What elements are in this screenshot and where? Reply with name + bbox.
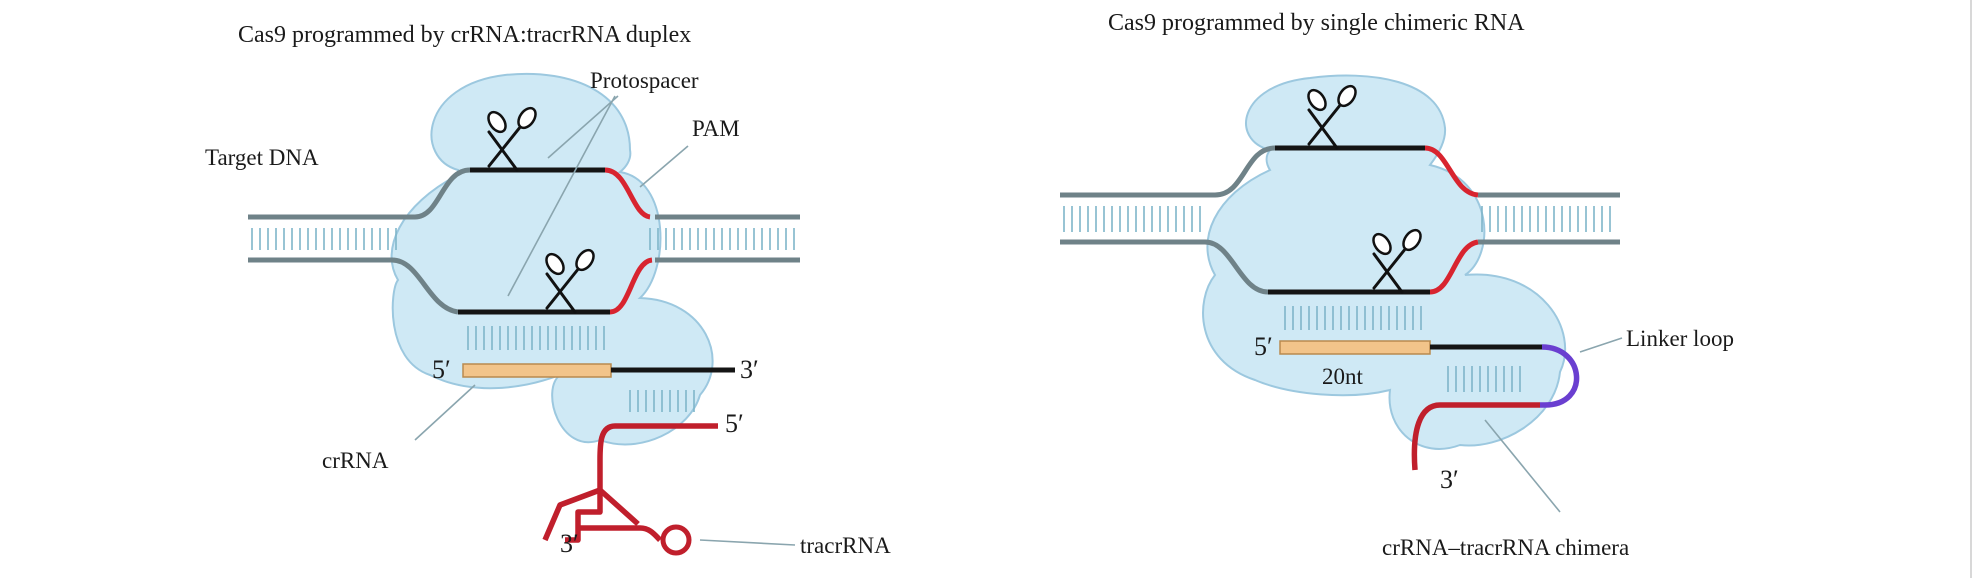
chimera-three-prime-label: 3′	[1440, 465, 1459, 494]
right-panel-title: Cas9 programmed by single chimeric RNA	[1108, 10, 1525, 36]
crRNA-three-prime-label: 3′	[740, 355, 759, 384]
pam-leader	[639, 145, 689, 188]
pam-label: PAM	[692, 116, 740, 141]
chimera-leader	[1484, 419, 1561, 513]
guide-bar-20nt	[1279, 340, 1431, 355]
twenty-nt-label: 20nt	[1322, 364, 1364, 389]
pam-top-strand	[604, 167, 651, 220]
pam-bottom-strand	[609, 257, 653, 315]
tracrRNA-label: tracrRNA	[800, 533, 891, 558]
guide-base-pairs	[1284, 306, 1422, 330]
target-dna-label: Target DNA	[205, 145, 319, 170]
tracrRNA-left	[542, 390, 718, 556]
crRNA-left	[462, 326, 735, 378]
crRNA-leader	[414, 384, 476, 441]
chimera-five-prime-label: 5′	[1254, 332, 1273, 361]
tracrRNA-five-prime-label: 5′	[725, 409, 744, 438]
left-panel-title: Cas9 programmed by crRNA:tracrRNA duplex	[238, 22, 691, 48]
dna-base-pairs-left	[251, 228, 795, 250]
crRNA-guide-bar	[462, 363, 612, 378]
tracrRNA-hairpin-loop	[660, 524, 692, 556]
crRNA-five-prime-label: 5′	[432, 355, 451, 384]
tracrRNA-base-pairs	[629, 390, 695, 412]
cas9-protein-right	[1202, 74, 1566, 450]
right-panel: Cas9 programmed by single chimeric RNA	[1060, 10, 1734, 560]
right-edge-divider	[1970, 0, 1972, 578]
left-panel: Cas9 programmed by crRNA:tracrRNA duplex	[205, 22, 891, 558]
crRNA-label: crRNA	[322, 448, 389, 473]
crRNA-base-pairs	[467, 326, 605, 350]
protospacer-leader-bottom	[507, 95, 616, 297]
protospacer-label: Protospacer	[590, 68, 699, 93]
pam-bottom-strand-right	[1429, 239, 1479, 295]
tracrRNA-leader	[699, 539, 796, 546]
cas9-body-right	[1202, 74, 1566, 450]
protospacer-leader-top	[547, 95, 619, 159]
linker-loop-leader	[1579, 337, 1623, 353]
chimera-rna	[1279, 306, 1580, 471]
chimera-label: crRNA–tracrRNA chimera	[1382, 535, 1629, 560]
tracrRNA-three-prime-label: 3′	[560, 529, 579, 558]
linker-loop	[1540, 344, 1580, 408]
tracr-segment	[1411, 402, 1540, 471]
antirepeat-base-pairs	[1447, 366, 1521, 392]
target-dna-right	[1060, 145, 1620, 295]
dna-base-pairs-right	[1063, 206, 1611, 232]
target-dna-left	[248, 167, 800, 315]
pam-top-strand-right	[1424, 145, 1479, 198]
linker-loop-label: Linker loop	[1626, 326, 1734, 351]
